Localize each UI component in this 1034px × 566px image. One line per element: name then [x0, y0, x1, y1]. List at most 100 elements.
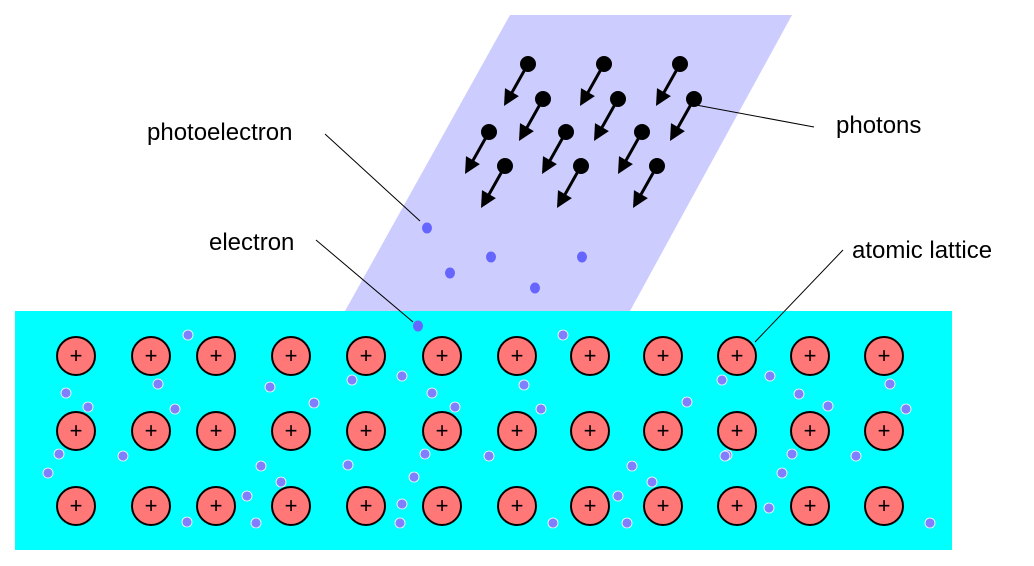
- photon: [557, 158, 589, 208]
- ion: +: [790, 411, 830, 451]
- free-electron: [621, 517, 633, 529]
- ion-circle: [56, 486, 96, 526]
- photon: [481, 158, 513, 208]
- ion-circle: [271, 486, 311, 526]
- ion-circle: [196, 336, 236, 376]
- photon: [618, 124, 650, 174]
- photoelectrons-layer: [413, 222, 587, 332]
- ion-charge-symbol: +: [145, 418, 158, 443]
- ion-charge-symbol: +: [804, 343, 817, 368]
- photon-particle: [649, 158, 665, 174]
- ion-charge-symbol: +: [285, 493, 298, 518]
- ion-circle: [790, 336, 830, 376]
- photon-particle: [535, 91, 551, 107]
- ion-charge-symbol: +: [878, 418, 891, 443]
- free-electron: [426, 387, 438, 399]
- free-electron: [626, 460, 638, 472]
- photon-particle: [634, 124, 650, 140]
- ion-circle: [422, 486, 462, 526]
- ion-circle: [346, 336, 386, 376]
- photon: [519, 91, 551, 141]
- photon-arrowhead: [656, 88, 671, 106]
- ion-circle: [864, 486, 904, 526]
- ion-circle: [643, 486, 683, 526]
- ion: +: [271, 336, 311, 376]
- ion: +: [131, 411, 171, 451]
- ion-charge-symbol: +: [657, 418, 670, 443]
- ion: +: [497, 486, 537, 526]
- ion-circle: [717, 486, 757, 526]
- photon: [542, 124, 574, 174]
- free-electron: [822, 400, 834, 412]
- ion-circle: [346, 411, 386, 451]
- ion-charge-symbol: +: [584, 343, 597, 368]
- atomic-lattice-leader-line: [754, 249, 844, 343]
- photon: [670, 91, 702, 141]
- ion-charge-symbol: +: [584, 418, 597, 443]
- free-electron: [408, 471, 420, 483]
- photoelectron: [422, 222, 432, 234]
- ion-charge-symbol: +: [145, 493, 158, 518]
- photon-arrowhead: [481, 190, 496, 208]
- free-electron: [181, 516, 193, 528]
- ion-charge-symbol: +: [70, 343, 83, 368]
- free-electron: [681, 396, 693, 408]
- photoelectron: [413, 320, 423, 332]
- ion-charge-symbol: +: [804, 418, 817, 443]
- photon: [594, 91, 626, 141]
- photon-particle: [573, 158, 589, 174]
- ion-circle: [131, 411, 171, 451]
- free-electron: [793, 388, 805, 400]
- photon: [656, 56, 688, 106]
- ion: +: [196, 411, 236, 451]
- light-beam: [345, 15, 792, 311]
- free-electron: [612, 490, 624, 502]
- ion-circle: [131, 336, 171, 376]
- ion: +: [570, 411, 610, 451]
- photon: [465, 124, 497, 174]
- ion-charge-symbol: +: [285, 343, 298, 368]
- ion-circle: [717, 336, 757, 376]
- free-electron: [60, 387, 72, 399]
- ion-charge-symbol: +: [145, 343, 158, 368]
- photons-label: photons: [836, 112, 921, 139]
- free-electron: [275, 476, 287, 488]
- free-electron: [547, 517, 559, 529]
- ion: +: [422, 486, 462, 526]
- ion-circle: [864, 411, 904, 451]
- photon: [633, 158, 665, 208]
- ion-circle: [497, 486, 537, 526]
- ion-charge-symbol: +: [70, 418, 83, 443]
- ion-circle: [271, 336, 311, 376]
- ion-charge-symbol: +: [360, 418, 373, 443]
- ion-circle: [346, 486, 386, 526]
- ion-charge-symbol: +: [285, 418, 298, 443]
- ion: +: [643, 336, 683, 376]
- ion-circle: [56, 336, 96, 376]
- photon-particle: [610, 91, 626, 107]
- photon-arrowhead: [580, 88, 595, 106]
- ion: +: [864, 411, 904, 451]
- ion-charge-symbol: +: [360, 493, 373, 518]
- free-electron: [346, 374, 358, 386]
- ion-charge-symbol: +: [511, 343, 524, 368]
- ion-circle: [131, 486, 171, 526]
- free-electron: [776, 467, 788, 479]
- ion: +: [422, 411, 462, 451]
- ion-charge-symbol: +: [210, 418, 223, 443]
- photon-arrowhead: [633, 190, 648, 208]
- free-electron: [241, 490, 253, 502]
- ion-charge-symbol: +: [731, 418, 744, 443]
- ion-charge-symbol: +: [511, 493, 524, 518]
- photon-arrowhead: [504, 88, 519, 106]
- ion: +: [271, 486, 311, 526]
- free-electron: [850, 450, 862, 462]
- free-electron: [924, 517, 936, 529]
- ion-circle: [790, 411, 830, 451]
- free-electron: [557, 329, 569, 341]
- photoelectron: [445, 267, 455, 279]
- ion: +: [790, 486, 830, 526]
- ion: +: [56, 411, 96, 451]
- ion: +: [643, 411, 683, 451]
- ion: +: [56, 336, 96, 376]
